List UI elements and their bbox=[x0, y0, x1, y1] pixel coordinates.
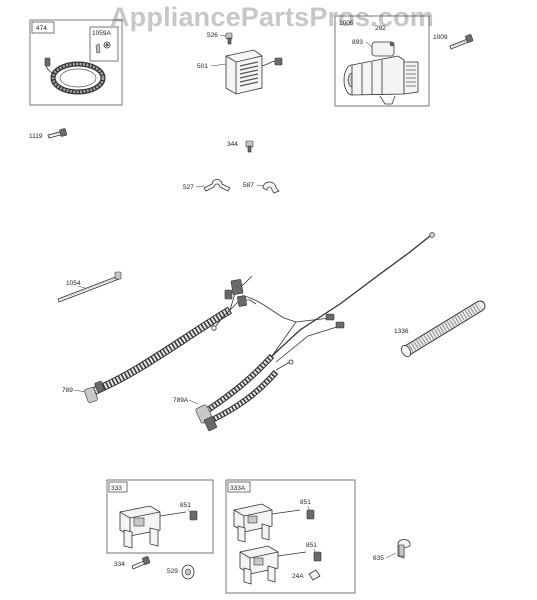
conduit-1336 bbox=[401, 300, 486, 357]
cable-tie bbox=[57, 271, 122, 303]
label-851b[interactable]: 851 bbox=[300, 499, 311, 506]
armature-333-group: 333 851 bbox=[106, 479, 214, 554]
label-frame-333a bbox=[227, 481, 251, 493]
label-529[interactable]: 529 bbox=[167, 568, 178, 575]
wire-635-group: 635 bbox=[373, 539, 411, 562]
wire-harness-789 bbox=[84, 275, 257, 404]
spark-plug-wire-635 bbox=[397, 539, 411, 559]
label-474[interactable]: 474 bbox=[36, 25, 47, 32]
armature-333a-group: 333A 851 851 24A bbox=[225, 479, 356, 594]
voltage-regulator bbox=[225, 49, 283, 95]
bolt-334 bbox=[131, 556, 151, 570]
stator-coil bbox=[44, 57, 106, 95]
label-344[interactable]: 344 bbox=[227, 141, 238, 148]
armature-333 bbox=[119, 505, 198, 549]
label-333[interactable]: 333 bbox=[111, 485, 122, 492]
starter-group: 1005 893 292 1009 bbox=[334, 15, 474, 107]
box-333a bbox=[225, 479, 356, 594]
label-333a[interactable]: 333A bbox=[230, 485, 246, 492]
clamp-587 bbox=[262, 181, 280, 194]
label-1059a[interactable]: 1059A bbox=[92, 30, 111, 37]
label-1009[interactable]: 1009 bbox=[433, 34, 448, 41]
box-1005 bbox=[334, 15, 430, 107]
bolt-1119 bbox=[47, 128, 68, 139]
label-635[interactable]: 635 bbox=[373, 555, 384, 562]
screw-344 bbox=[245, 140, 254, 153]
starter-motor bbox=[343, 41, 419, 105]
label-587[interactable]: 587 bbox=[243, 182, 254, 189]
armature-hardware: 334 529 bbox=[114, 556, 195, 580]
label-292[interactable]: 292 bbox=[375, 25, 386, 32]
wire-harness-789a bbox=[195, 232, 435, 432]
spacer-529 bbox=[181, 564, 195, 580]
cable-tie-group: 1054 bbox=[57, 271, 122, 303]
label-526[interactable]: 526 bbox=[207, 32, 218, 39]
clip-527 bbox=[203, 179, 231, 192]
conduit-group: 1336 bbox=[394, 300, 486, 357]
label-893[interactable]: 893 bbox=[352, 39, 363, 46]
stator-group: 474 1059A bbox=[29, 19, 123, 106]
box-1059a bbox=[89, 26, 119, 62]
label-1336[interactable]: 1336 bbox=[394, 328, 409, 335]
box-474 bbox=[29, 19, 123, 106]
label-851c[interactable]: 851 bbox=[306, 542, 317, 549]
label-789[interactable]: 789 bbox=[62, 387, 73, 394]
bolt-1009 bbox=[449, 34, 474, 50]
label-851a[interactable]: 851 bbox=[180, 502, 191, 509]
screw-526 bbox=[225, 32, 233, 45]
small-hardware: 1119 344 527 587 bbox=[29, 128, 280, 194]
label-789a[interactable]: 789A bbox=[173, 397, 189, 404]
terminal-screws bbox=[95, 41, 111, 54]
harness-789-group: 789 bbox=[62, 275, 257, 404]
spacer-24a bbox=[308, 569, 321, 581]
label-1119[interactable]: 1119 bbox=[29, 133, 43, 140]
label-frame-474 bbox=[31, 21, 55, 34]
label-1005[interactable]: 1005 bbox=[339, 20, 354, 27]
armature-333a-lower bbox=[239, 545, 322, 585]
label-frame-333 bbox=[108, 481, 128, 493]
armature-333a-upper bbox=[233, 503, 315, 543]
box-333 bbox=[106, 479, 214, 554]
label-501[interactable]: 501 bbox=[197, 63, 208, 70]
label-527[interactable]: 527 bbox=[183, 184, 194, 191]
label-1054[interactable]: 1054 bbox=[66, 280, 81, 287]
regulator-group: 526 501 bbox=[197, 32, 283, 95]
label-334[interactable]: 334 bbox=[114, 561, 125, 568]
label-24a[interactable]: 24A bbox=[292, 573, 304, 580]
harness-789a-group: 789A bbox=[173, 232, 435, 432]
